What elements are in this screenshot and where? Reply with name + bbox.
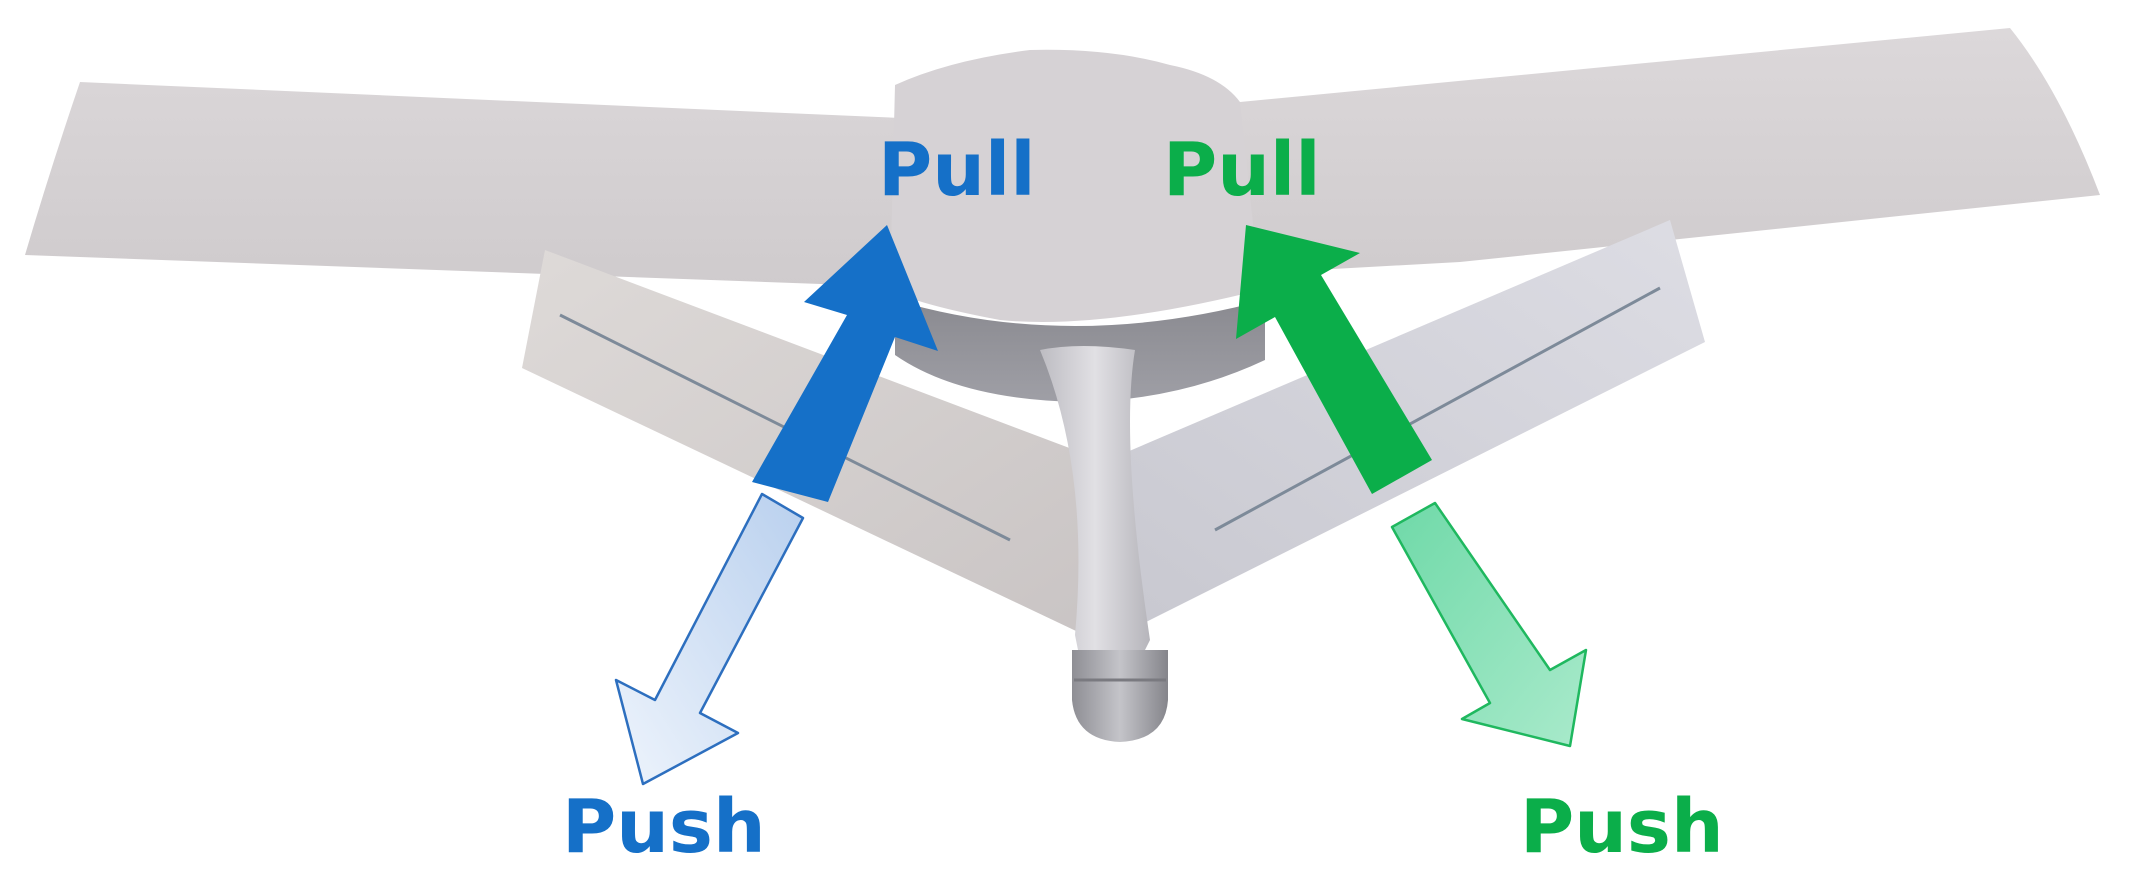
left-pull-arrow-icon <box>752 225 938 502</box>
right-push-label: Push <box>1520 784 1724 870</box>
right-pull-arrow-icon <box>1236 225 1432 494</box>
right-push-arrow-icon <box>1390 501 1588 748</box>
left-pull-label: Pull <box>878 127 1036 213</box>
center-hub <box>890 49 1260 322</box>
right-tail-surface <box>1120 220 1705 630</box>
left-push-arrow-icon <box>614 492 805 786</box>
tail-pod <box>1072 650 1168 742</box>
right-pull-label: Pull <box>1163 127 1321 213</box>
right-tail-seam <box>1214 286 1661 532</box>
left-push-label: Push <box>562 784 766 870</box>
center-boom <box>1040 346 1150 665</box>
